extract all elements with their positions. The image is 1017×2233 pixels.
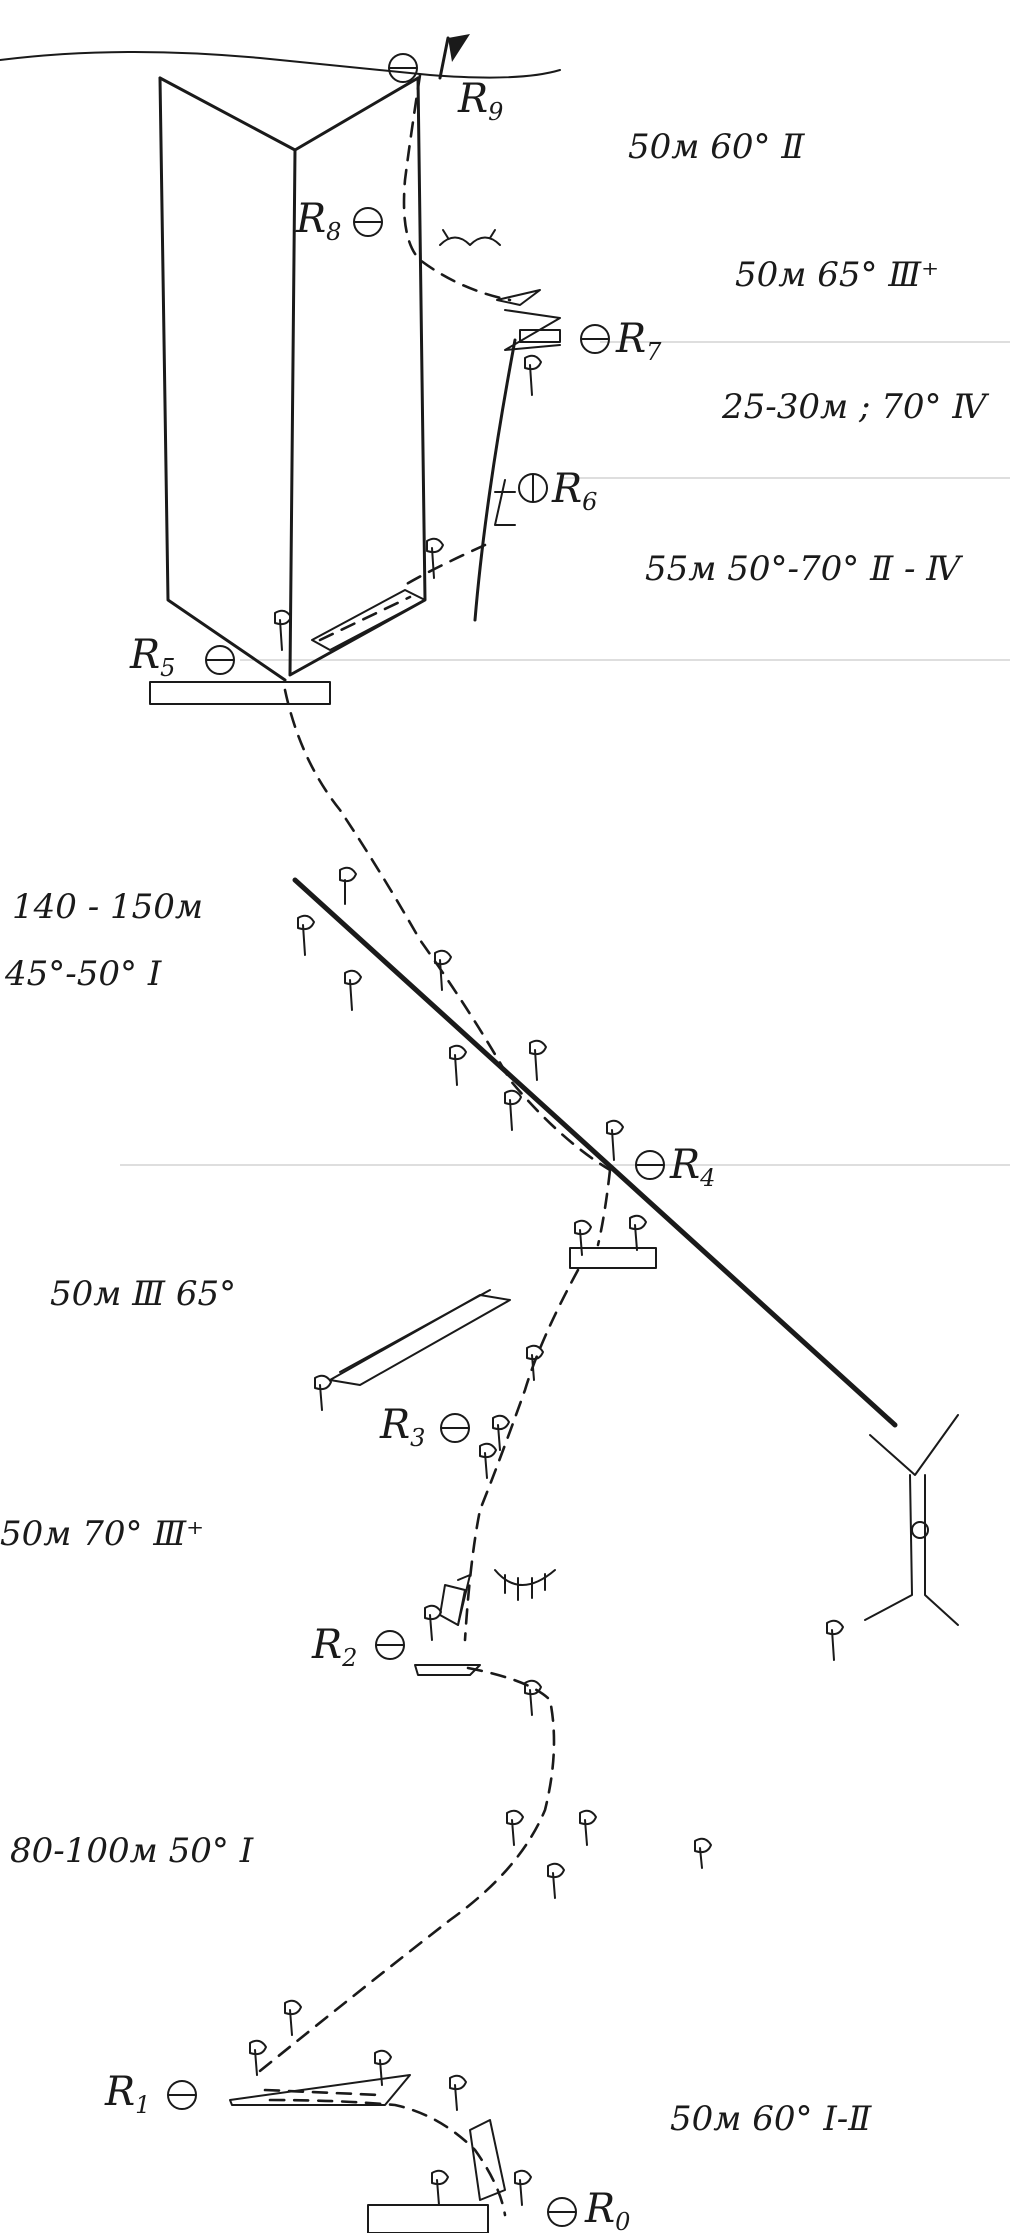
anchor-label-R2: R2 <box>311 1622 357 1672</box>
pitch-label-8: 80-100м 50° Ⅰ <box>10 1831 254 1871</box>
pitch-label-5a: 140 - 150м <box>12 887 203 927</box>
piton-marks <box>249 354 844 2206</box>
anchor-label-R4: R4 <box>669 1142 715 1192</box>
pitch-label-6: 50м Ⅲ 65° <box>50 1274 236 1314</box>
diagonal-ledge <box>292 877 898 1428</box>
pitch-separators <box>120 341 1010 1166</box>
anchor-label-R0: R0 <box>584 2186 630 2233</box>
anchor-label-R5: R5 <box>129 632 175 682</box>
crack-line <box>473 338 517 622</box>
fan-symbol <box>494 1569 556 1601</box>
pitch-label-1: 50м 60° Ⅱ <box>628 127 805 167</box>
flag-icon <box>438 34 470 80</box>
anchor-label-R8: R8 <box>295 196 341 246</box>
anchor-label-R3: R3 <box>379 1402 425 1452</box>
pillar-block <box>158 76 427 682</box>
anchor-label-R1: R1 <box>104 2069 150 2119</box>
pitch-label-7: 50м 70° Ⅲ⁺ <box>0 1514 204 1554</box>
pitch-label-2: 50м 65° Ⅲ⁺ <box>735 255 939 295</box>
anchor-label-R7: R7 <box>615 316 662 366</box>
pitch-label-3: 25-30м ; 70° Ⅳ <box>721 387 989 427</box>
anchor-label-R6: R6 <box>551 466 597 516</box>
ridge-line <box>0 50 561 79</box>
pitch-labels: 50м 60° Ⅱ 50м 65° Ⅲ⁺ 25-30м ; 70° Ⅳ 55м … <box>0 127 989 2139</box>
anchor-symbols <box>167 53 665 2227</box>
anchor-labels: R9 R8 R7 R6 R5 R4 R3 R2 R1 R0 <box>104 76 715 2233</box>
anchor-label-R9: R9 <box>457 76 503 126</box>
pitch-label-4: 55м 50°-70° Ⅱ - Ⅳ <box>645 549 963 589</box>
route-line <box>253 73 612 2217</box>
pitch-label-5b: 45°-50° Ⅰ <box>4 954 162 994</box>
ledges <box>149 289 657 2233</box>
y-gully <box>864 1414 959 1626</box>
pitch-label-9: 50м 60° Ⅰ-Ⅱ <box>670 2099 872 2139</box>
eye-symbol <box>439 229 501 246</box>
